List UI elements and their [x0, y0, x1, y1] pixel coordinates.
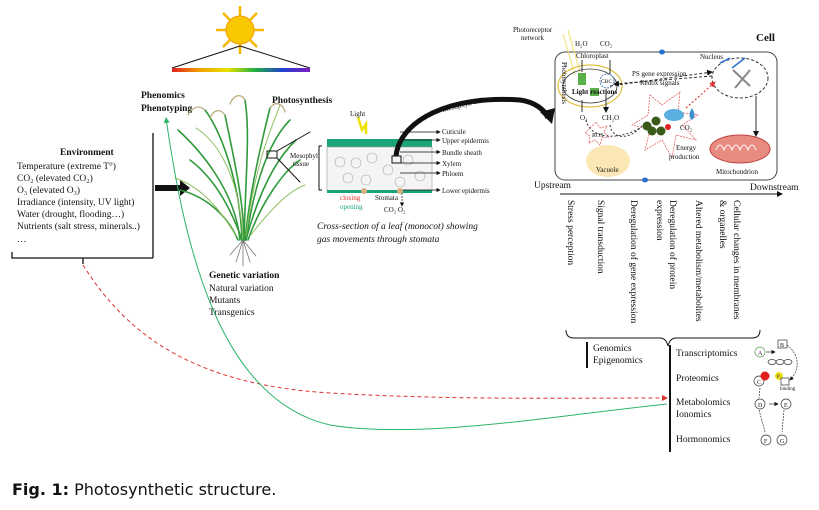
- figure-caption: Fig. 1: Photosynthetic structure.: [12, 480, 276, 499]
- light-label: Light: [350, 110, 365, 118]
- ps-gene-expression-label: PS gene expression: [632, 70, 687, 78]
- omics-level: Metabolomics: [676, 398, 731, 408]
- co2-label: CO₂: [680, 124, 693, 132]
- figure-title: Photosynthetic structure.: [74, 480, 277, 499]
- node-label: G: [780, 439, 785, 445]
- energy-label: Energy: [676, 144, 697, 152]
- omics-level: Proteomics: [676, 374, 719, 384]
- cbc-label: CBC: [601, 79, 612, 85]
- genetic-variation-item: Transgenics: [209, 308, 255, 318]
- phenomics-label: Phenomics: [141, 91, 185, 101]
- environment-panel: Environment Temperature (extreme T°) CO₂…: [11, 133, 154, 264]
- flow-step: Cellular changes in membranes: [731, 200, 741, 320]
- environment-item: Temperature (extreme T°): [17, 161, 116, 172]
- flow-step: Deregulation of gene expression: [628, 200, 639, 323]
- mesophyll-tissue-label: Mesophyll: [290, 152, 320, 160]
- environment-arrow: [155, 180, 190, 196]
- leaf-label-cuticule: Cuticule: [442, 128, 466, 136]
- node-label: E: [784, 403, 788, 409]
- ros-label: ROS: [592, 133, 604, 139]
- epigenomics-label: Epigenomics: [593, 356, 643, 366]
- node-label: C: [757, 380, 761, 386]
- closing-label: closing: [340, 194, 361, 202]
- mitochondrion-label: Mitochondrion: [716, 168, 758, 176]
- energy-label: production: [669, 153, 700, 161]
- co2-in-label: CO₂: [600, 40, 613, 48]
- cell-title: Cell: [756, 32, 775, 44]
- environment-item: Nutrients (salt stress, minerals..): [17, 221, 140, 232]
- genetic-variation-title: Genetic variation: [209, 271, 280, 281]
- mesophyll-cell-label: Mesophyll cell: [442, 96, 485, 114]
- genetic-variation-item: Natural variation: [209, 284, 274, 294]
- rice-plant-image: [174, 95, 311, 267]
- light-spectrum: [171, 45, 311, 72]
- steps-brace: [565, 329, 761, 347]
- photoreceptor-label: network: [521, 34, 544, 42]
- environment-to-omics-arrow: [82, 264, 668, 402]
- leaf-caption: gas movements through stomata: [317, 235, 440, 245]
- leaf-cross-section: [318, 116, 441, 207]
- environment-item: …: [17, 235, 27, 245]
- leaf-label-phloem: Phloem: [442, 170, 464, 178]
- flow-steps: Stress perception Signal transduction De…: [565, 200, 741, 323]
- flow-step: expression: [654, 200, 664, 241]
- leaf-label-lower-epidermis: Lower epidermis: [442, 187, 490, 195]
- flow-step: Signal transduction: [595, 200, 605, 274]
- sun-icon: [216, 6, 264, 54]
- node-label-p: P: [777, 375, 780, 380]
- genetic-variation-item: Mutants: [209, 296, 240, 306]
- gases-label: CO₂ O₂: [384, 206, 406, 214]
- environment-item: Water (drought, flooding…): [17, 209, 124, 220]
- omics-level: Hormonomics: [676, 435, 731, 445]
- upstream-label: Upstream: [534, 181, 572, 191]
- environment-title: Environment: [60, 148, 115, 158]
- vacuole-label: Vacuole: [596, 166, 619, 174]
- omics-level: Transcriptomics: [676, 349, 738, 359]
- photoreceptor-label: Photoreceptor: [513, 26, 553, 34]
- flow-step: & organelles: [717, 200, 727, 249]
- molecular-network: [753, 339, 798, 446]
- network-labels: A B C P binding D E F G: [757, 343, 796, 445]
- nucleus-label: Nucleus: [700, 53, 723, 61]
- environment-item: Irradiance (intensity, UV light): [17, 197, 134, 208]
- downstream-label: Downstream: [750, 183, 799, 193]
- node-label: B: [780, 343, 784, 349]
- node-label: F: [764, 439, 768, 445]
- h2o-label: H₂O: [575, 40, 588, 48]
- mesophyll-cell-arrow: [393, 96, 555, 157]
- o2-label: O₂: [580, 114, 588, 122]
- redox-signals-label: Redox signals: [640, 79, 680, 87]
- leaf-label-upper-epidermis: Upper epidermis: [442, 137, 489, 145]
- leaf-label-xylem: Xylem: [442, 160, 462, 168]
- leaf-label-bundle-sheath: Bundle sheath: [442, 149, 482, 157]
- omics-level: Ionomics: [676, 410, 712, 420]
- photosynthesis-side-label: Photosynthesis: [560, 62, 568, 104]
- ch2o-label: CH₂O: [602, 114, 619, 122]
- cell-diagram: [554, 29, 778, 183]
- environment-item: O₃ (elevated O₃): [17, 185, 80, 196]
- stomata-label: Stomata: [375, 194, 399, 202]
- omics-to-phenomics-arrow: [163, 117, 668, 431]
- node-label: D: [758, 403, 763, 409]
- leaf-caption: Cross-section of a leaf (monocot) showin…: [317, 221, 478, 232]
- flow-step: Altered metabolism/metabolites: [693, 200, 703, 322]
- environment-item: CO₂ (elevated CO₂): [17, 173, 93, 184]
- flow-step: Deregulation of protein: [667, 200, 678, 289]
- phenotyping-label: Phenotyping: [141, 104, 192, 114]
- figure-label: Fig. 1:: [12, 480, 70, 499]
- photosynthesis-label: Photosynthesis: [272, 96, 332, 106]
- node-label: A: [758, 351, 763, 357]
- opening-label: opening: [340, 203, 363, 211]
- genomics-label: Genomics: [593, 344, 632, 354]
- mesophyll-tissue-label: tissue: [293, 160, 309, 168]
- flow-step: Stress perception: [565, 200, 575, 265]
- chloroplast-label: Chloroplast: [576, 52, 609, 60]
- binding-label: binding: [780, 387, 796, 392]
- light-reactions-label: Light reactions: [572, 88, 617, 96]
